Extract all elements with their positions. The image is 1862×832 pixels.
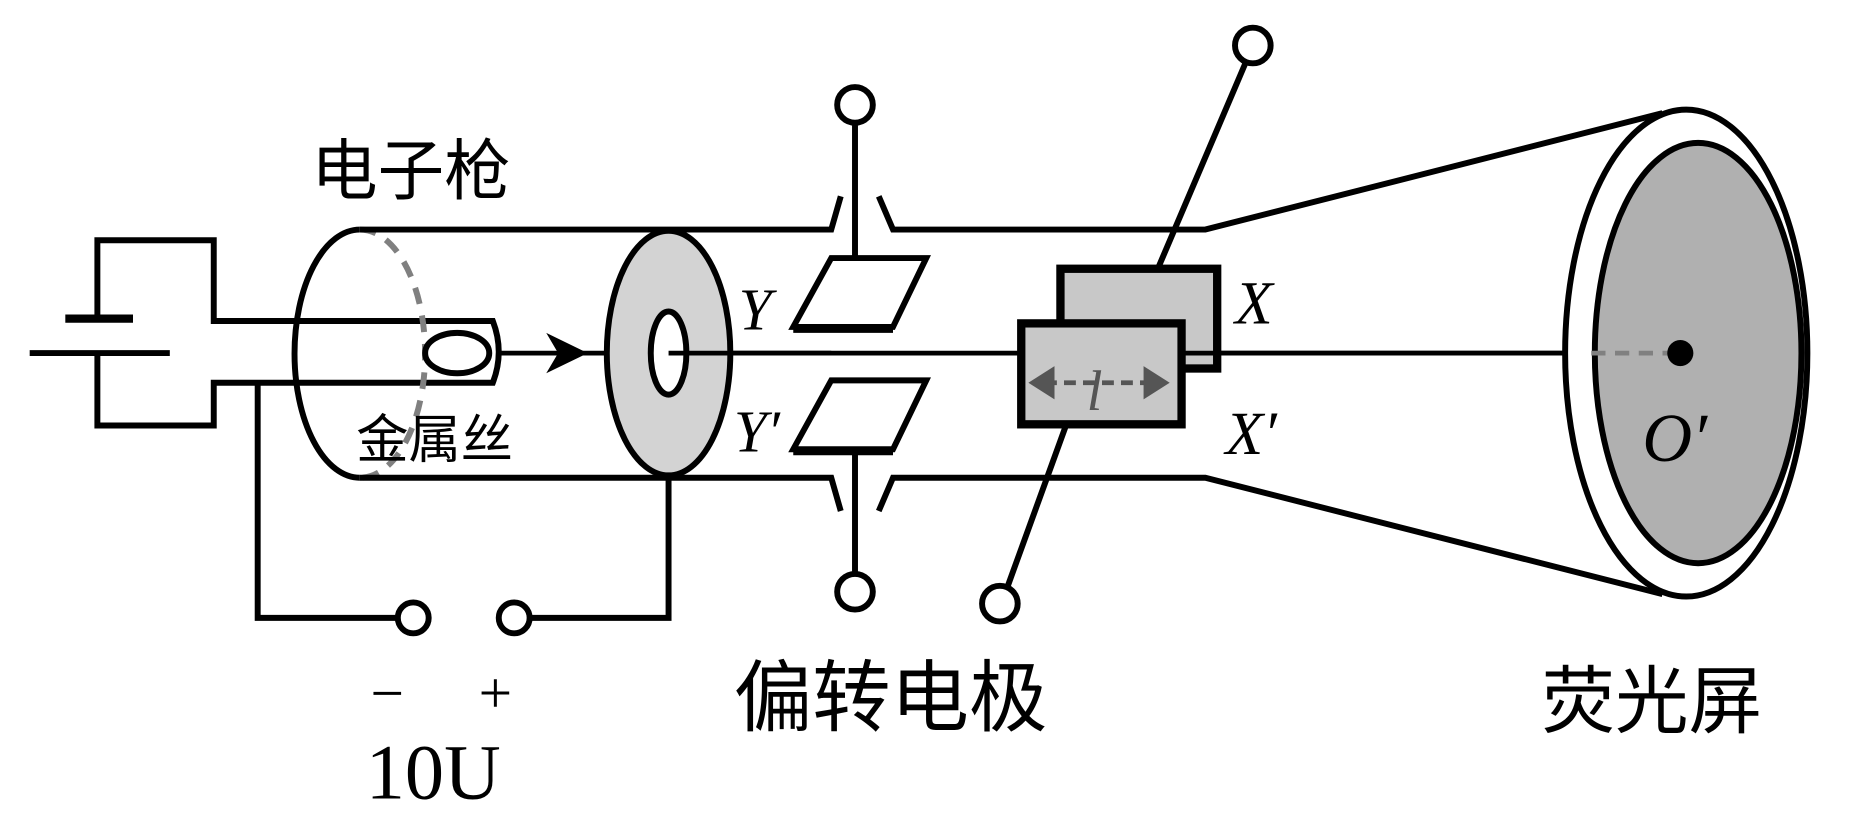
accel-wire-right [529, 475, 672, 621]
y-plate [788, 255, 931, 330]
y-terminal-bottom [834, 570, 876, 613]
plate-length-label: l [1087, 360, 1103, 423]
beam-arrow-icon [546, 332, 588, 374]
screen-point-label: O′ [1642, 400, 1708, 476]
x-label: X [1232, 269, 1275, 337]
plus-label: + [479, 660, 512, 726]
x-wire-bottom [1004, 423, 1070, 590]
accel-wire-left [254, 382, 398, 621]
x-wire-top [1155, 58, 1250, 270]
positive-terminal [495, 599, 533, 637]
x-prime-label: X′ [1223, 400, 1279, 468]
electron-gun-label: 电子枪 [311, 132, 511, 210]
y-prime-plate [788, 377, 931, 453]
y-label: Y [739, 276, 778, 342]
gun-cylinder-front [291, 226, 360, 481]
length-arrow-icon [1028, 366, 1170, 400]
deflection-electrodes-label: 偏转电极 [734, 653, 1047, 744]
voltage-label: 10U [366, 728, 501, 815]
screen-spot [1667, 340, 1694, 367]
x-terminal-top [1232, 24, 1274, 67]
y-terminal-top [834, 84, 876, 126]
screen-label: 荧光屏 [1541, 660, 1762, 745]
negative-terminal [394, 599, 432, 637]
x-terminal-bottom [979, 582, 1021, 625]
tube-top [359, 110, 1664, 233]
filament-loop [422, 329, 493, 377]
filament-label: 金属丝 [356, 411, 513, 471]
y-prime-label: Y′ [734, 399, 781, 465]
minus-label: − [371, 660, 404, 726]
